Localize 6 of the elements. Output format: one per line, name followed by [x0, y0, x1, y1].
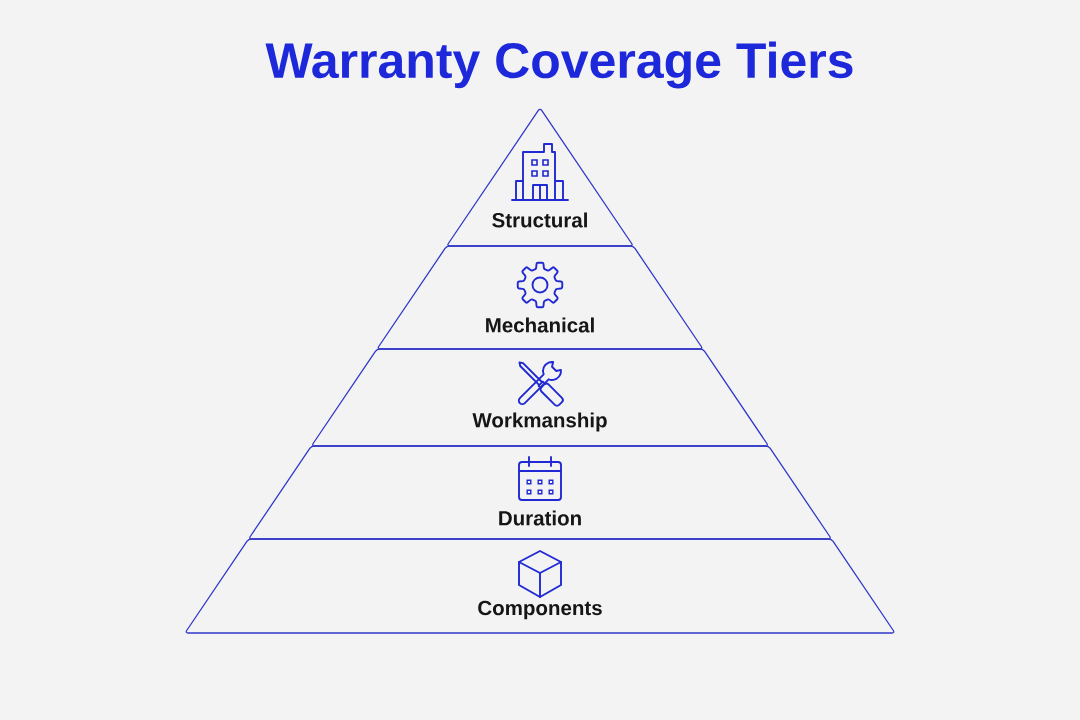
title: Warranty Coverage Tiers — [265, 41, 853, 89]
pyramid-tier: Mechanical — [377, 245, 703, 350]
pyramid-tier: Components — [185, 538, 895, 634]
pyramid-tier: Workmanship — [312, 348, 768, 447]
pyramid-tier: Structural — [447, 108, 633, 247]
pyramid-tier: Duration — [249, 445, 831, 540]
